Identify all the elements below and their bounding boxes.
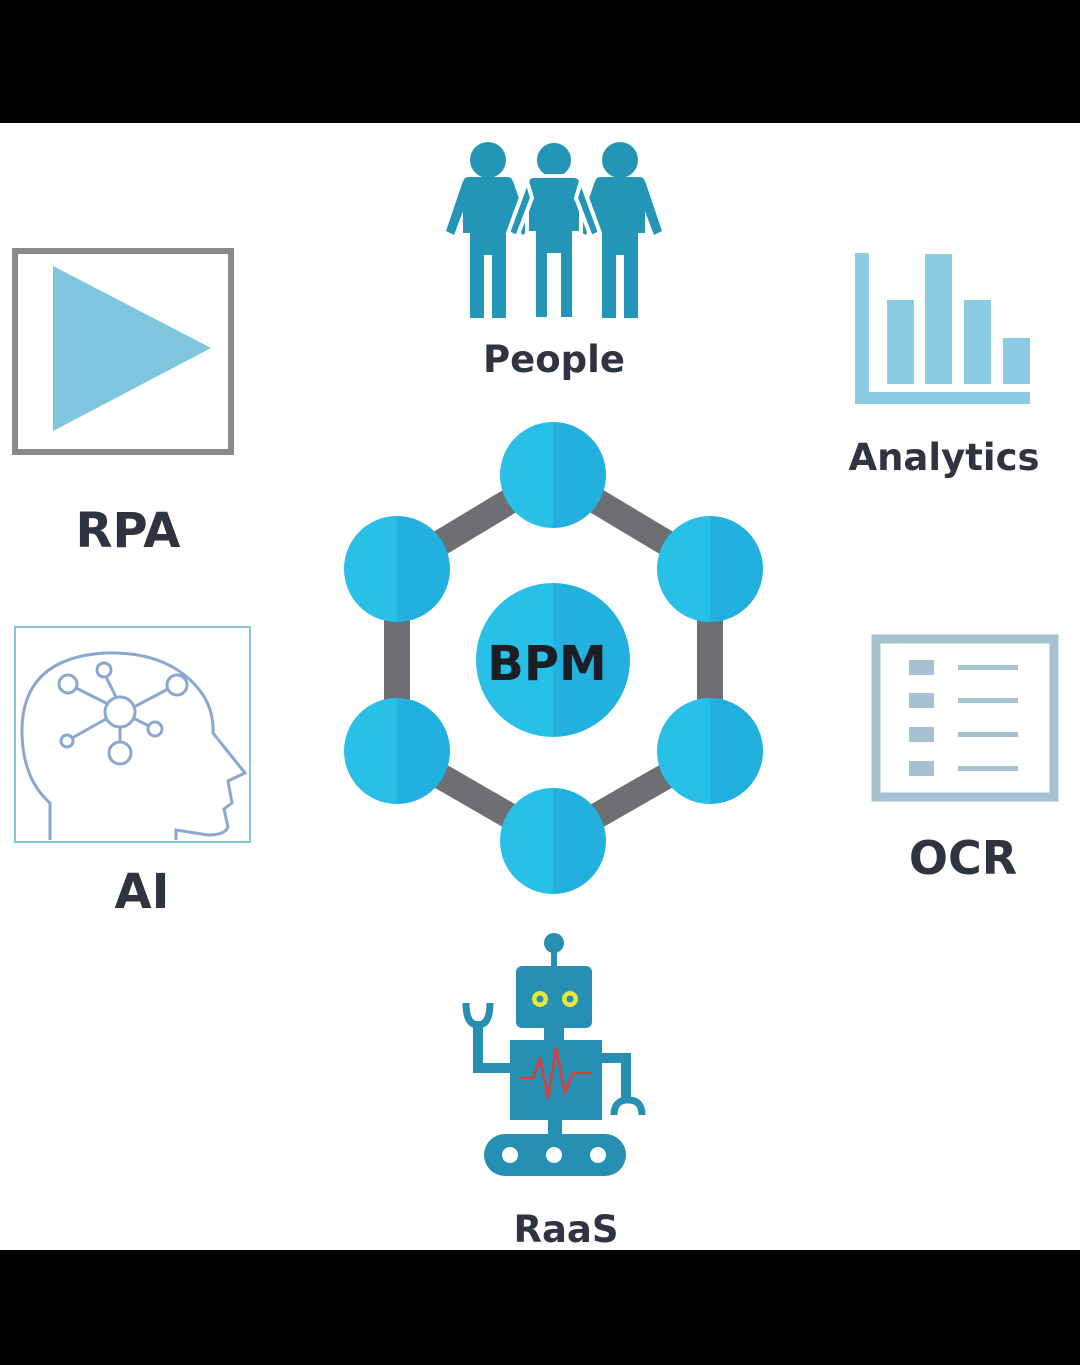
raas-label: RaaS [513,1208,619,1251]
bpm-label: BPM [487,636,607,692]
network-node-bottom-right [657,698,763,804]
bar-chart-icon [855,253,1030,404]
ai-label: AI [114,864,170,920]
rpa-label: RPA [75,503,181,559]
network-node-bottom [500,788,606,894]
analytics-label: Analytics [848,436,1040,479]
network-node-top-left [344,516,450,622]
ai-head-icon [14,626,251,843]
people-icon [446,139,662,321]
bpm-network [344,422,763,894]
document-icon [871,634,1059,802]
diagram-canvas [12,139,1059,1176]
play-icon [12,248,234,455]
ocr-label: OCR [908,831,1018,885]
network-node-top-right [657,516,763,622]
bpm-center-circle [476,583,630,737]
robot-icon [462,933,646,1176]
diagram-panel: People RPA Analytics BPM AI OCR RaaS [0,123,1080,1251]
people-label: People [483,338,625,381]
network-node-bottom-left [344,698,450,804]
network-node-top [500,422,606,528]
